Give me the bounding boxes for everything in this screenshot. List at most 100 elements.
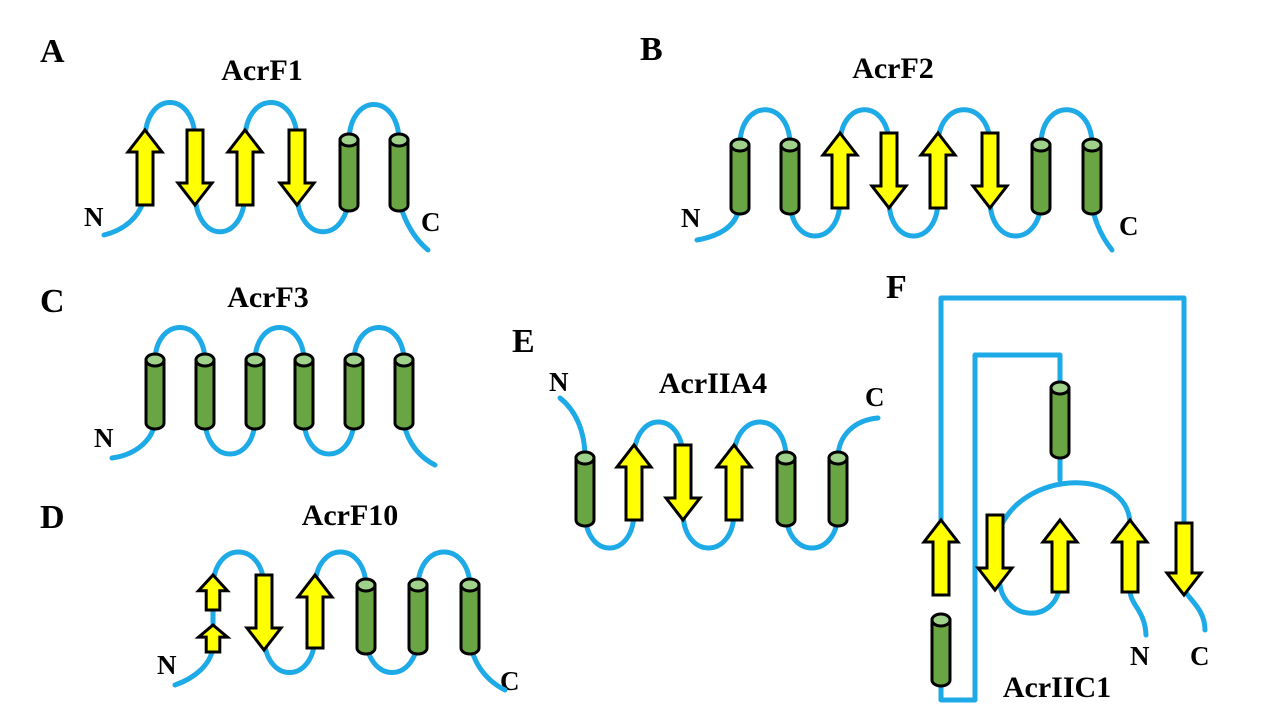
helix-body <box>574 456 596 528</box>
helix-body <box>338 138 360 213</box>
helix-body <box>355 583 377 656</box>
c-terminus-b: C <box>1119 211 1139 241</box>
panel-label-e: E <box>512 323 535 360</box>
title-acrf1: AcrF1 <box>221 54 303 87</box>
loops <box>101 100 1208 703</box>
strand-up-arrow-f-5 <box>1109 517 1151 594</box>
helix-body <box>1049 386 1071 460</box>
helix-body <box>779 143 801 216</box>
panel-label-a: A <box>40 33 65 70</box>
helix-e-0 <box>574 450 596 528</box>
helix-body <box>459 583 481 656</box>
strand-up-arrow-b-2 <box>819 130 861 210</box>
n-terminus-e: N <box>549 367 569 397</box>
secondary-structure-elements <box>124 127 1205 688</box>
strand-down-arrow-f-6 <box>1163 521 1205 598</box>
helix-cap <box>144 352 166 368</box>
title-acrf2: AcrF2 <box>852 52 934 85</box>
strand-up-arrow-a-0 <box>124 127 166 207</box>
helix-c-4 <box>343 352 365 431</box>
strand-down-arrow-b-3 <box>868 131 910 211</box>
helix-body <box>729 143 751 216</box>
helix-a-4 <box>338 132 360 213</box>
n-terminus-c: N <box>94 423 114 453</box>
helix-body <box>1030 143 1052 216</box>
helix-b-7 <box>1081 137 1103 216</box>
helix-cap <box>827 450 849 466</box>
helix-e-4 <box>775 450 797 528</box>
n-terminus-b: N <box>681 203 701 233</box>
strand-up-arrow-f-0 <box>920 517 962 597</box>
helix-cap <box>293 352 315 368</box>
helix-cap <box>775 450 797 466</box>
helix-cap <box>338 132 360 148</box>
helix-body <box>393 358 415 431</box>
title-acriic1: AcrIIC1 <box>1003 671 1111 704</box>
strand-down-arrow-a-3 <box>276 128 318 208</box>
helix-cap <box>393 352 415 368</box>
panel-label-c: C <box>40 283 65 320</box>
strand-up-arrow-a-2 <box>224 127 266 207</box>
helix-body <box>194 358 216 431</box>
helix-cap <box>244 352 266 368</box>
helix-cap <box>459 577 481 593</box>
helix-cap <box>388 132 410 148</box>
helix-cap <box>729 137 751 153</box>
loop-acrf3 <box>109 325 438 468</box>
helix-a-5 <box>388 132 410 213</box>
title-acrf3: AcrF3 <box>227 281 309 314</box>
strand-up-arrow-d-3 <box>294 572 336 650</box>
helix-f-1 <box>930 612 952 688</box>
loop-acriia4 <box>557 395 881 551</box>
helix-body <box>827 456 849 528</box>
c-terminus-f: C <box>1190 641 1210 671</box>
strand-up-arrow-e-3 <box>713 442 755 522</box>
c-terminus-e: C <box>865 382 885 412</box>
helix-d-5 <box>407 577 429 656</box>
n-terminus-a: N <box>84 202 104 232</box>
helix-body <box>407 583 429 656</box>
helix-cap <box>355 577 377 593</box>
helix-c-5 <box>393 352 415 431</box>
helix-body <box>244 358 266 431</box>
title-acriia4: AcrIIA4 <box>659 367 767 400</box>
helix-c-2 <box>244 352 266 431</box>
helix-d-6 <box>459 577 481 656</box>
strand-down-arrow-b-5 <box>969 131 1011 211</box>
loop-acriic1 <box>938 295 1208 703</box>
helix-cap <box>194 352 216 368</box>
helix-b-1 <box>779 137 801 216</box>
loop-acrf10 <box>172 549 508 693</box>
helix-f-2 <box>1049 380 1071 460</box>
strand-up-arrow-f-4 <box>1039 517 1081 594</box>
helix-cap <box>1081 137 1103 153</box>
strand-down-arrow-a-1 <box>174 128 216 208</box>
strand-up-arrow-d-1 <box>194 623 232 654</box>
loop-acrf1 <box>101 100 431 253</box>
helix-b-6 <box>1030 137 1052 216</box>
helix-e-5 <box>827 450 849 528</box>
strand-up-arrow-b-4 <box>917 130 959 210</box>
helix-body <box>293 358 315 431</box>
helix-cap <box>930 612 952 628</box>
strand-down-arrow-e-2 <box>662 443 704 523</box>
helix-cap <box>574 450 596 466</box>
helix-body <box>930 618 952 688</box>
helix-cap <box>407 577 429 593</box>
strand-down-arrow-f-3 <box>974 513 1016 593</box>
helix-body <box>1081 143 1103 216</box>
n-terminus-d: N <box>157 650 177 680</box>
panel-label-f: F <box>886 269 907 306</box>
helix-body <box>388 138 410 213</box>
n-terminus-f: N <box>1130 641 1150 671</box>
helix-c-3 <box>293 352 315 431</box>
helix-cap <box>779 137 801 153</box>
helix-body <box>144 358 166 431</box>
loop-acrf2 <box>694 107 1115 253</box>
helix-body <box>775 456 797 528</box>
helix-b-0 <box>729 137 751 216</box>
helix-c-0 <box>144 352 166 431</box>
helix-body <box>343 358 365 431</box>
helix-d-4 <box>355 577 377 656</box>
